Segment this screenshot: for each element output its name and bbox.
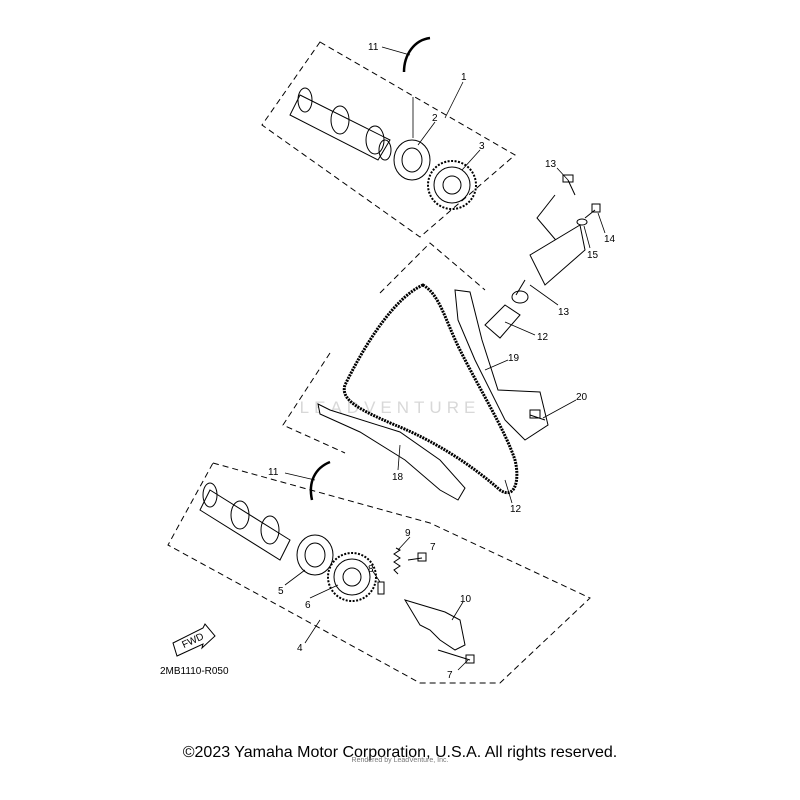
cam-chain xyxy=(342,283,519,494)
lower-circlip xyxy=(309,460,331,501)
copyright-notice: ©2023 Yamaha Motor Corporation, U.S.A. A… xyxy=(182,744,618,761)
callout-4: 4 xyxy=(297,643,303,654)
watermark-text: LEADVENTURE xyxy=(299,398,481,417)
callout-16: 14 xyxy=(604,234,616,245)
chain-guide-outline xyxy=(282,242,486,454)
decompressor-lever xyxy=(403,599,466,651)
upper-camshaft xyxy=(289,87,392,161)
callout-numbers: 11 1 2 3 13 14 15 13 12 19 20 11 18 12 9… xyxy=(268,42,616,681)
callout-18: 18 xyxy=(392,472,404,483)
rendered-by-credit: Rendered by LeadVenture, Inc. xyxy=(351,757,449,764)
callout-2: 2 xyxy=(432,113,438,124)
tensioner-guide xyxy=(454,289,549,441)
upper-bearing xyxy=(393,139,431,181)
lower-camshaft xyxy=(199,482,291,561)
callout-7-lower: 7 xyxy=(447,670,453,681)
callout-9: 9 xyxy=(405,528,411,539)
callout-10: 10 xyxy=(460,594,472,605)
lower-cam-sprocket xyxy=(327,552,377,602)
bolt-7-upper xyxy=(407,552,427,562)
tensioner-gasket xyxy=(484,304,521,339)
callout-1: 1 xyxy=(461,72,467,83)
diagram-code: 2MB1110-R050 xyxy=(160,666,229,677)
upper-camshaft-assembly-outline xyxy=(261,41,516,238)
bolt-16 xyxy=(584,203,601,219)
upper-circlip xyxy=(402,36,431,73)
callout-14: 12 xyxy=(537,332,549,343)
callout-3: 3 xyxy=(479,141,485,152)
gasket-17 xyxy=(576,218,588,226)
spring-9 xyxy=(393,547,401,575)
chain-guide xyxy=(317,403,466,501)
lower-bearing xyxy=(296,534,334,576)
callout-15: 13 xyxy=(545,159,557,170)
fwd-arrow-icon xyxy=(172,623,216,657)
callout-17: 15 xyxy=(587,250,599,261)
callout-8: 8 xyxy=(368,564,374,575)
callout-13: 13 xyxy=(558,307,570,318)
leader-lines xyxy=(284,46,606,671)
callout-11-upper: 11 xyxy=(368,42,379,53)
callout-7-upper: 7 xyxy=(430,542,436,553)
lower-camshaft-assembly-outline xyxy=(167,462,591,684)
callout-5: 5 xyxy=(278,586,284,597)
tensioner-leader xyxy=(536,194,561,246)
callout-11-lower: 11 xyxy=(268,467,279,478)
pin-8 xyxy=(377,581,385,595)
upper-cam-sprocket xyxy=(427,160,477,210)
callout-19: 19 xyxy=(508,353,520,364)
bolt-7-lower xyxy=(437,649,475,664)
callout-6: 6 xyxy=(305,600,311,611)
callout-20: 20 xyxy=(576,392,588,403)
callout-12: 12 xyxy=(510,504,522,515)
bolt-20 xyxy=(529,409,546,421)
bolt-15 xyxy=(562,174,576,196)
chain-tensioner xyxy=(511,224,586,304)
